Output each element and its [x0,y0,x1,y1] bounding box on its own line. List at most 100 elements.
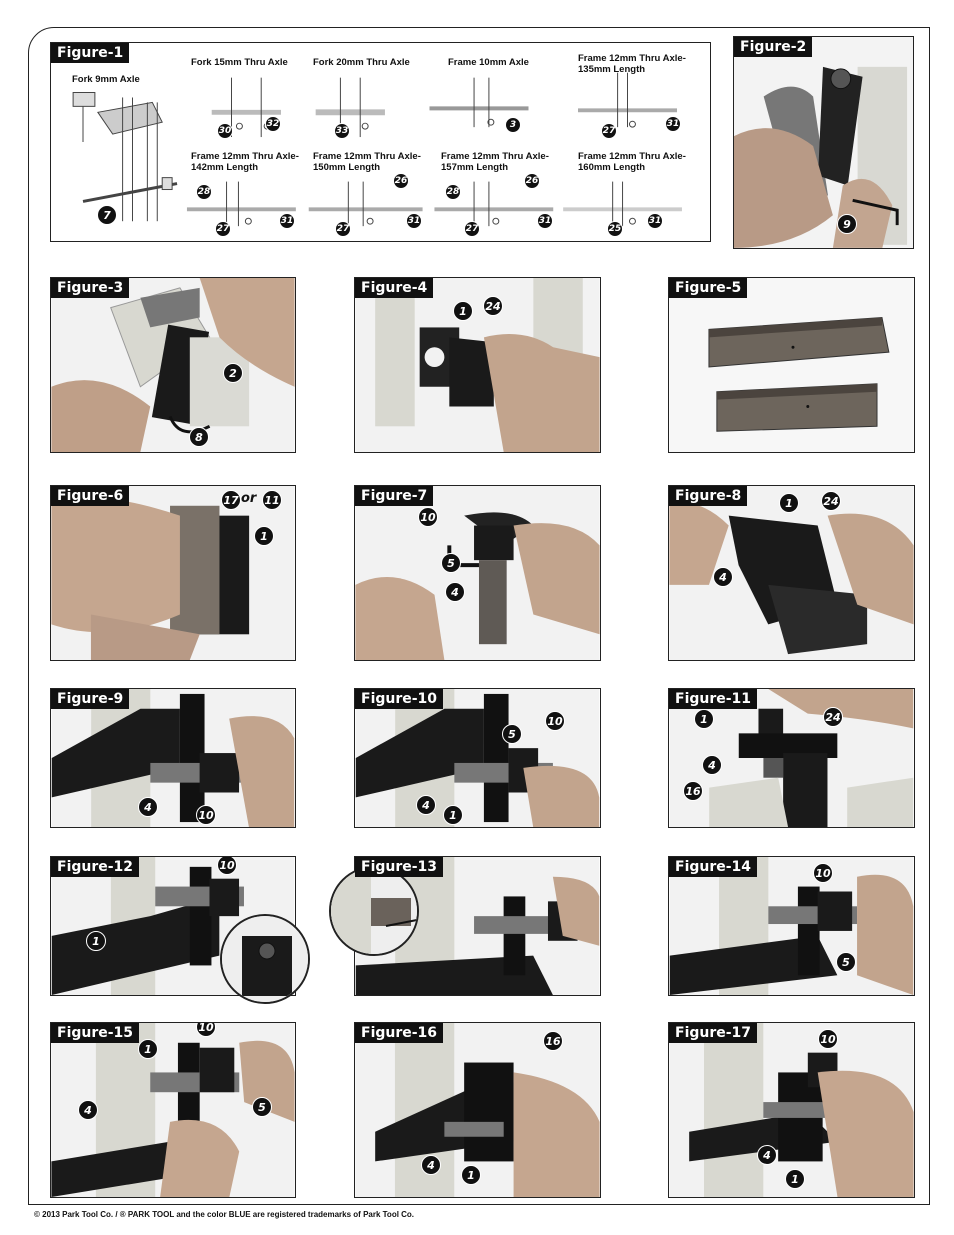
figure-6-label: Figure-6 [51,486,130,506]
callout-17: 17 [221,490,241,510]
figure-5-panel: Figure-5 [668,277,915,453]
figure-2-panel: Figure-2 9 [733,36,914,249]
callout-24: 24 [821,491,841,511]
axle-caption-frame-12mm-135: Frame 12mm Thru Axle- 135mm Length [578,53,686,75]
callout-5: 5 [502,724,522,744]
callout-16: 16 [683,781,703,801]
callout-10: 10 [217,857,237,875]
callout-27: 27 [215,221,231,237]
callout-28: 28 [196,184,212,200]
figure-6-photo [51,486,295,660]
callout-33: 33 [334,123,350,139]
figure-8-label: Figure-8 [669,486,748,506]
callout-1: 1 [254,526,274,546]
copyright-footer: © 2013 Park Tool Co. / ® PARK TOOL and t… [34,1210,415,1219]
axle-diagrams [72,72,682,227]
inset-detail-photo [222,916,308,1002]
figure-7-photo [355,486,600,660]
figure-5-photo [669,278,914,452]
figure-13-panel: Figure-13 [354,856,601,996]
callout-1: 1 [443,805,463,825]
axle-caption-frame-10mm: Frame 10mm Axle [448,57,529,68]
callout-31: 31 [537,213,553,229]
callout-4: 4 [421,1155,441,1175]
callout-27: 27 [464,221,480,237]
callout-1: 1 [694,709,714,729]
figure-10-label: Figure-10 [355,689,444,709]
figure-13-label: Figure-13 [355,857,444,877]
callout-10: 10 [418,507,438,527]
figure-17-photo [669,1023,914,1197]
callout-9: 9 [837,214,857,234]
callout-24: 24 [483,296,503,316]
figure-15-label: Figure-15 [51,1023,140,1043]
figure-4-photo [355,278,600,452]
callout-1: 1 [453,301,473,321]
figure-14-photo [669,857,914,995]
figure-5-label: Figure-5 [669,278,748,298]
callout-27: 27 [335,221,351,237]
callout-1: 1 [785,1169,805,1189]
figure-12-inset-detail [220,914,310,1004]
figure-14-panel: Figure-14 10 5 [668,856,915,996]
callout-2: 2 [223,363,243,383]
callout-5: 5 [441,553,461,573]
callout-27: 27 [601,123,617,139]
figure-17-panel: Figure-17 10 4 1 [668,1022,915,1198]
figure-9-photo [51,689,295,827]
figure-10-photo [355,689,600,827]
figure-2-label: Figure-2 [734,37,813,57]
figure-11-panel: Figure-11 1 24 4 16 [668,688,915,828]
figure-8-photo [669,486,914,660]
callout-1: 1 [461,1165,481,1185]
callout-10: 10 [545,711,565,731]
callout-4: 4 [78,1100,98,1120]
figure-9-label: Figure-9 [51,689,130,709]
figure-16-label: Figure-16 [355,1023,444,1043]
callout-5: 5 [252,1097,272,1117]
figure-3-photo [51,278,295,452]
axle-caption-fork-15mm: Fork 15mm Thru Axle [191,57,288,68]
axle-caption-frame-12mm-157: Frame 12mm Thru Axle- 157mm Length [441,151,549,173]
figure-7-label: Figure-7 [355,486,434,506]
callout-16: 16 [543,1031,563,1051]
or-text: or [241,491,257,506]
callout-4: 4 [138,797,158,817]
callout-31: 31 [665,116,681,132]
callout-26: 26 [524,173,540,189]
callout-31: 31 [406,213,422,229]
figure-12-label: Figure-12 [51,857,140,877]
callout-4: 4 [757,1145,777,1165]
callout-1: 1 [779,493,799,513]
callout-25: 25 [607,221,623,237]
figure-3-label: Figure-3 [51,278,130,298]
axle-caption-frame-12mm-150: Frame 12mm Thru Axle- 150mm Length [313,151,421,173]
figure-7-panel: Figure-7 10 5 4 [354,485,601,661]
axle-caption-frame-12mm-142: Frame 12mm Thru Axle- 142mm Length [191,151,299,173]
figure-3-panel: Figure-3 2 8 [50,277,296,453]
callout-1: 1 [86,931,106,951]
callout-10: 10 [196,1023,216,1037]
callout-4: 4 [702,755,722,775]
figure-10-panel: Figure-10 10 5 4 1 [354,688,601,828]
inset-detail-photo [331,868,417,954]
callout-1: 1 [138,1039,158,1059]
callout-10: 10 [813,863,833,883]
figure-6-panel: Figure-6 17 or 11 1 [50,485,296,661]
axle-caption-fork-9mm: Fork 9mm Axle [72,74,140,85]
callout-10: 10 [196,805,216,825]
callout-4: 4 [713,567,733,587]
callout-32: 32 [265,116,281,132]
figure-14-label: Figure-14 [669,857,758,877]
callout-28: 28 [445,184,461,200]
callout-4: 4 [416,795,436,815]
figure-4-panel: Figure-4 1 24 [354,277,601,453]
figure-2-photo [734,37,913,248]
callout-10: 10 [818,1029,838,1049]
callout-31: 31 [647,213,663,229]
callout-31: 31 [279,213,295,229]
figure-1-panel: Figure-1 Fork 9mm Axle Fork 15mm Thru Ax… [50,42,711,242]
page-frame [28,27,930,1205]
callout-7: 7 [97,205,117,225]
callout-30: 30 [217,123,233,139]
